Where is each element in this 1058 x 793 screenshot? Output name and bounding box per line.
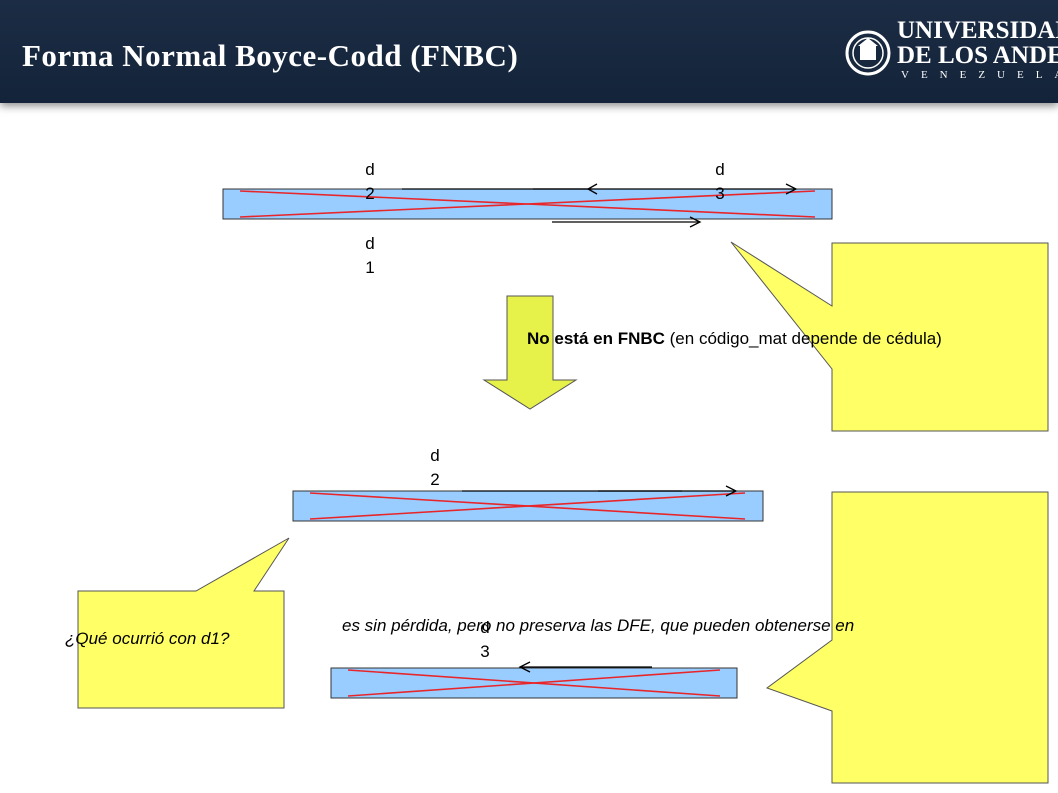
label-d1-top: d 1: [365, 234, 375, 277]
dependency-arrows-middle: [462, 485, 738, 497]
header-bar: Forma Normal Boyce-Codd (FNBC) UNIVERSID…: [0, 0, 1058, 103]
page-title: Forma Normal Boyce-Codd (FNBC): [22, 38, 519, 73]
table-decomposed-2: [330, 667, 738, 699]
logo-line-1: UNIVERSIDAD: [897, 17, 1058, 44]
dependency-arrows-bottom: [518, 661, 652, 673]
callout-top-right-text: No está en FNBC (en código_mat depende d…: [527, 329, 942, 349]
label-d2-middle: d 2: [430, 446, 440, 489]
table-decomposed-1: [292, 490, 764, 522]
callout-bottom-right-shape: [765, 491, 1049, 784]
callout-top-right-rest: (en código_mat depende de cédula): [664, 329, 942, 348]
callout-bottom-left-text: ¿Qué ocurrió con d1?: [65, 629, 230, 648]
decomposition-arrow-icon: [482, 295, 578, 410]
dependency-arrows-top: [402, 183, 798, 228]
callout-bottom-left-shape: [77, 537, 290, 709]
university-logo: UNIVERSIDAD DE LOS ANDES VENEZUELA: [845, 15, 1058, 95]
label-d2-top: d 2: [365, 160, 375, 203]
label-d3-bottom: d 3: [480, 618, 490, 661]
callout-top-right-bold: No está en FNBC: [527, 329, 665, 348]
logo-line-3: VENEZUELA: [901, 69, 1058, 81]
callout-bottom-right-text: es sin pérdida, pero no preserva las DFE…: [342, 616, 855, 635]
callout-top-right-shape: [730, 241, 1049, 432]
table-original: [222, 188, 833, 220]
logo-line-2: DE LOS ANDES: [897, 42, 1058, 69]
label-d3-top: d 3: [715, 160, 725, 203]
crest-icon: [845, 30, 891, 76]
